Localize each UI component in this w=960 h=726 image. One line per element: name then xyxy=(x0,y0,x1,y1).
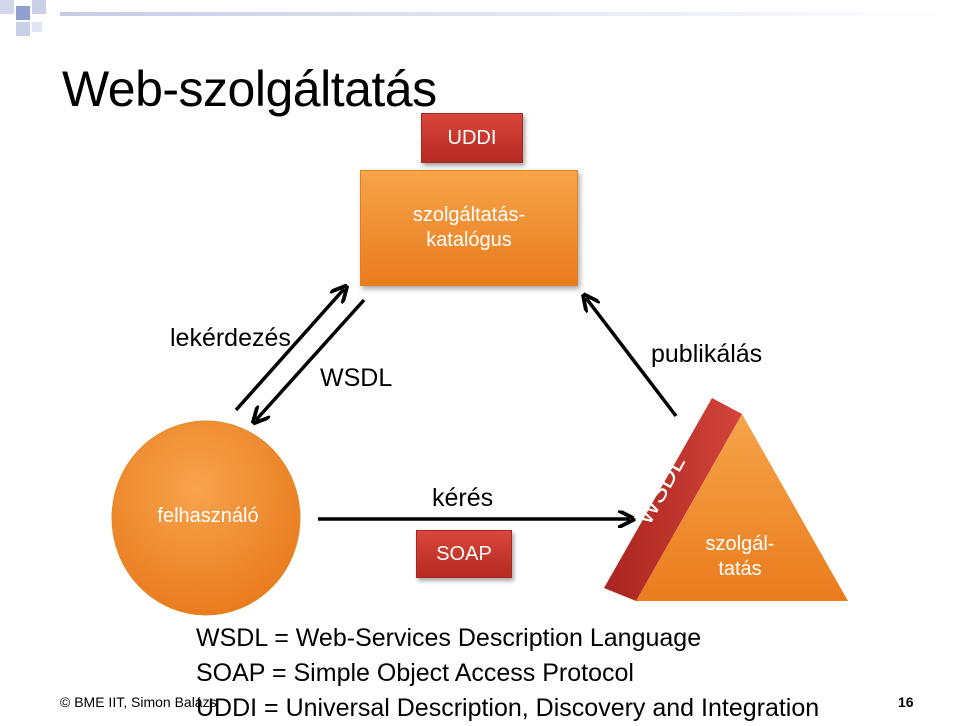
slide-title: Web-szolgáltatás xyxy=(62,61,437,117)
soap-box: SOAP xyxy=(416,530,512,578)
query-arrow-up xyxy=(234,289,344,412)
legend-wsdl: WSDL = Web-Services Description Language xyxy=(196,624,702,652)
uddi-box: UDDI xyxy=(421,113,523,163)
legend-uddi: UDDI = Universal Description, Discovery … xyxy=(196,694,820,722)
query-arrow-down xyxy=(256,298,366,420)
user-circle xyxy=(108,416,308,616)
query-wsdl-label: WSDL xyxy=(320,364,393,392)
decorative-header-bar xyxy=(0,0,960,36)
request-label: kérés xyxy=(432,484,494,512)
wsdl-band-shape xyxy=(604,398,742,601)
legend-soap: SOAP = Simple Object Access Protocol xyxy=(196,659,634,687)
user-label: felhasználó xyxy=(157,505,259,527)
service-label-line1: szolgál- xyxy=(705,533,775,555)
query-label: lekérdezés xyxy=(170,324,291,352)
catalog-label-line1: szolgáltatás- xyxy=(412,204,526,226)
publish-arrow xyxy=(586,298,678,418)
service-triangle xyxy=(604,398,848,601)
service-label-line2: tatás xyxy=(718,558,762,580)
publish-label: publikálás xyxy=(651,340,763,368)
service-triangle-body xyxy=(636,414,848,601)
footer-copyright: © BME IIT, Simon Balázs xyxy=(60,694,217,710)
service-catalog-box: szolgáltatás- katalógus xyxy=(360,170,578,286)
service-label: szolgál- tatás xyxy=(690,532,790,582)
catalog-label-line2: katalógus xyxy=(426,229,512,251)
page-number: 16 xyxy=(898,694,914,710)
